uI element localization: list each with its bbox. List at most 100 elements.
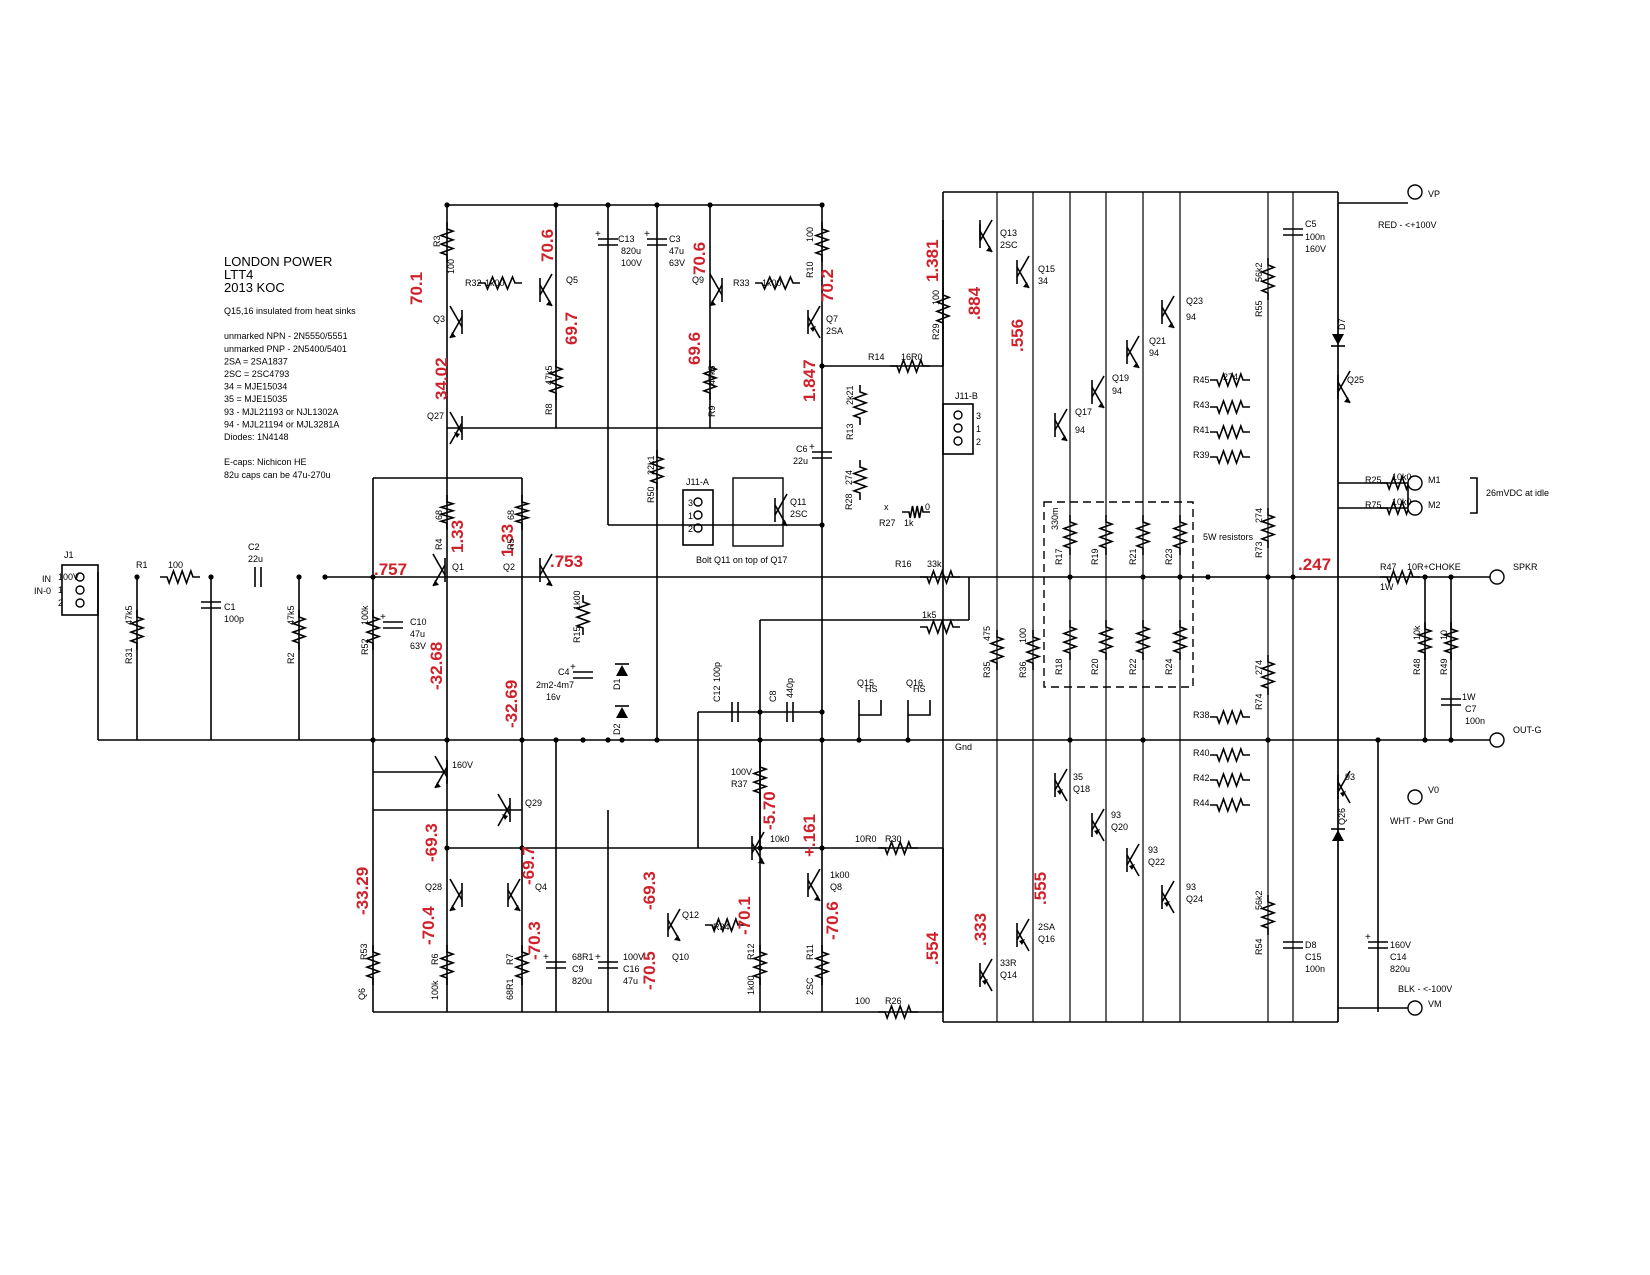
component-label: 10k0 <box>770 834 790 844</box>
resistor <box>1134 515 1152 555</box>
junction-dot <box>819 709 825 715</box>
junction-dot <box>444 737 450 743</box>
component-label: R4 <box>434 538 444 550</box>
voltage-label: .554 <box>923 931 942 965</box>
voltage-label: -32.68 <box>427 642 446 690</box>
resistor <box>1416 622 1434 660</box>
transistor-arrow <box>758 858 764 864</box>
component-label: 47k5 <box>707 365 717 385</box>
component-label: 33R <box>1000 958 1017 968</box>
transistor-leg <box>1126 843 1140 866</box>
transistor-arrow <box>435 782 441 788</box>
component-label: 100k <box>360 605 370 625</box>
resistor <box>920 568 960 586</box>
note-line: 93 - MJL21193 or NJL1302A <box>224 407 338 417</box>
resistor <box>813 945 831 985</box>
component-label: C13 <box>618 234 635 244</box>
connector-label-spkr: SPKR <box>1513 562 1538 572</box>
junction-dot <box>370 574 376 580</box>
transistor-arrow <box>814 895 820 901</box>
component-label: 274 <box>1254 660 1264 675</box>
transistor-leg <box>497 793 511 816</box>
resistor <box>648 450 666 490</box>
component-label: 94 <box>1112 386 1122 396</box>
component-label: 100V <box>58 572 79 582</box>
transistor-leg <box>449 411 463 434</box>
resistor <box>1442 622 1460 660</box>
resistor <box>364 945 382 985</box>
component-label: Q2 <box>503 562 515 572</box>
component-label: R31 <box>124 647 134 664</box>
component-label: 47k5 <box>124 605 134 625</box>
component-label: 10k <box>1412 625 1422 640</box>
component-label: 1 <box>976 424 981 434</box>
junction-dot <box>1265 737 1271 743</box>
component-label: 2SC <box>805 977 815 995</box>
component-label: C14 <box>1390 952 1407 962</box>
connector-label-in: IN <box>42 574 51 584</box>
transistor-arrow <box>450 332 456 338</box>
connector-label-meter_note: 26mVDC at idle <box>1486 488 1549 498</box>
meter-bracket <box>1470 477 1478 514</box>
component-label: C12 <box>712 685 722 702</box>
component-label: 3 <box>688 498 693 508</box>
component-label: R34 <box>713 922 730 932</box>
component-label: 10R+CHOKE <box>1407 562 1461 572</box>
component-label: Q10 <box>672 952 689 962</box>
resistor <box>290 610 308 650</box>
component-label: C4 <box>558 667 570 677</box>
connector-pin <box>693 510 703 520</box>
voltage-label: -70.1 <box>735 896 754 935</box>
component-label: R53 <box>359 943 369 960</box>
title-line: 2013 KOC <box>224 280 285 295</box>
junction-dot <box>757 845 763 851</box>
connector-label-j1: J1 <box>64 550 74 560</box>
transistor-arrow <box>546 580 552 586</box>
component-label: 63V <box>669 258 685 268</box>
transistor-arrow <box>1344 397 1350 403</box>
junction-dot <box>1290 574 1296 580</box>
transistor-leg <box>667 908 681 931</box>
transistor-arrow <box>1098 402 1104 408</box>
component-label: C10 <box>410 617 427 627</box>
junction-dot <box>605 737 611 743</box>
component-label: R49 <box>1439 658 1449 675</box>
connector-label-vp: VP <box>1428 189 1440 199</box>
component-label: 274 <box>844 470 854 485</box>
connector-pin <box>75 598 85 608</box>
terminal <box>1407 475 1423 491</box>
component-label: R43 <box>1193 400 1210 410</box>
component-label: x <box>884 502 889 512</box>
component-label: R1 <box>136 560 148 570</box>
component-label: 47u <box>623 976 638 986</box>
component-label: Q27 <box>427 411 444 421</box>
component-label: Q1 <box>452 562 464 572</box>
terminal <box>1407 789 1423 805</box>
component-label: R55 <box>1254 300 1264 317</box>
component-label: 100V <box>731 767 752 777</box>
junction-dot <box>444 202 450 208</box>
transistor-arrow <box>1133 362 1139 368</box>
voltage-label: .753 <box>550 552 583 571</box>
component-label: 22k1 <box>646 455 656 475</box>
component-label: R54 <box>1254 938 1264 955</box>
resistor <box>1259 508 1277 548</box>
plus-sign: + <box>809 442 815 453</box>
component-label: R32 <box>465 278 482 288</box>
component-label: 1k00 <box>746 975 756 995</box>
connector-label-bolt_note: Bolt Q11 on top of Q17 <box>696 555 787 565</box>
component-label: C15 <box>1305 952 1322 962</box>
component-label: Q11 <box>790 497 806 507</box>
plus-sign: + <box>1365 932 1371 943</box>
plus-sign: + <box>570 662 576 673</box>
junction-dot <box>654 202 660 208</box>
component-label: 63V <box>410 641 426 651</box>
junction-dot <box>1448 737 1454 743</box>
component-label: Q15 <box>1038 264 1055 274</box>
component-label: 1 <box>688 511 693 521</box>
transistor-arrow <box>710 300 716 306</box>
component-label: R29 <box>931 323 941 340</box>
resistor <box>755 274 800 292</box>
resistor <box>701 360 719 400</box>
